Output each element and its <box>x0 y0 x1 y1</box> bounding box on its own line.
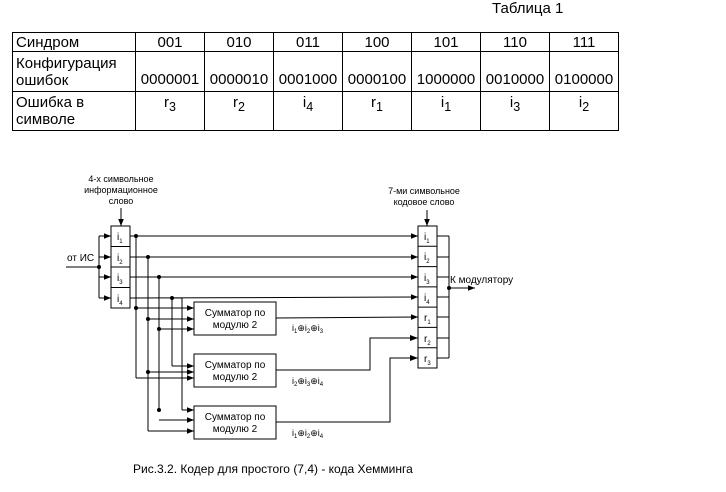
adder2-arrowhead <box>410 335 418 341</box>
figure-caption: Рис.3.2. Кодер для простого (7,4) - кода… <box>133 462 413 476</box>
adder1-title: Сумматор по <box>205 308 266 319</box>
adder3-title: Сумматор по <box>205 412 266 423</box>
junction-dot <box>146 255 150 259</box>
error-symbol-sub: 4 <box>306 100 314 114</box>
error-symbol-cell: i3 <box>480 91 550 131</box>
junction-dot <box>157 327 161 331</box>
error-symbol-cell: r2 <box>204 91 274 131</box>
error-symbol-base: r <box>233 94 239 111</box>
junction-dot <box>170 296 174 300</box>
row-label-config: Конфигурация ошибок <box>12 51 136 92</box>
output-cell-i3: i3 <box>424 273 430 286</box>
error-symbol-cell: r1 <box>342 91 412 131</box>
adder3-arrowhead <box>410 355 418 361</box>
output-word-label-2: кодовое слово <box>394 197 455 207</box>
error-symbol-sub: 1 <box>444 100 452 114</box>
input-word-label-1: 4-х символьное <box>88 174 153 184</box>
adder2-subtitle: модулю 2 <box>213 372 258 383</box>
error-symbol-cell: i1 <box>411 91 481 131</box>
error-symbol-base: i <box>578 94 583 111</box>
syndrome-table: Синдром 001 010 011 100 101 110 111 Конф… <box>12 32 619 131</box>
error-symbol-base: r <box>371 94 377 111</box>
output-cell-r2: r2 <box>424 334 431 347</box>
adder1-formula: i1⊕i2⊕i3 <box>292 323 324 335</box>
config-cell: 0010000 <box>480 51 550 92</box>
error-symbol-base: i <box>509 94 514 111</box>
error-symbol-cell: i4 <box>273 91 343 131</box>
config-cell: 0000100 <box>342 51 412 92</box>
row-label-error-symbol: Ошибка в символе <box>12 91 136 131</box>
input-word-label-2: информационное <box>84 185 158 195</box>
error-symbol-sub: 1 <box>376 100 383 114</box>
adder2-title: Сумматор по <box>205 360 266 371</box>
junction-dot <box>157 275 161 279</box>
adder1-subtitle: модулю 2 <box>213 320 258 331</box>
syndrome-cell: 101 <box>411 32 481 52</box>
syndrome-row: Синдром 001 010 011 100 101 110 111 <box>12 32 619 52</box>
syndrome-cell: 001 <box>135 32 205 52</box>
table-caption: Таблица 1 <box>492 0 564 17</box>
output-cell-r1: r1 <box>424 313 431 326</box>
input-word-label-3: слово <box>109 196 134 206</box>
error-symbol-base: i <box>440 94 445 111</box>
adder3-subtitle: модулю 2 <box>213 424 258 435</box>
output-word-label-1: 7-ми символьное <box>388 186 460 196</box>
syndrome-cell: 111 <box>549 32 619 52</box>
source-label: от ИС <box>67 253 94 264</box>
input-cell-i4: i4 <box>117 294 123 307</box>
error-symbol-sub: 2 <box>582 100 590 114</box>
error-symbol-sub: 2 <box>238 100 245 114</box>
adder3-to-r3 <box>276 357 418 423</box>
junction-dot <box>97 265 101 269</box>
error-symbol-cell: r3 <box>135 91 205 131</box>
junction-dot <box>447 286 451 290</box>
error-symbol-cell: i2 <box>549 91 619 131</box>
junction-dot <box>134 306 138 310</box>
error-symbol-base: r <box>164 94 170 111</box>
modulator-label: К модулятору <box>450 275 513 286</box>
output-cell-i1: i1 <box>424 232 430 245</box>
adder2-to-r2 <box>276 337 418 371</box>
output-cell-i2: i2 <box>424 252 430 265</box>
error-symbol-sub: 3 <box>169 100 176 114</box>
adder3-formula: i1⊕i2⊕i4 <box>292 428 324 440</box>
input-cell-i1: i1 <box>117 232 123 245</box>
config-cell: 0000010 <box>204 51 274 92</box>
junction-dot <box>146 370 150 374</box>
adder2-formula: i2⊕i3⊕i4 <box>292 376 324 388</box>
error-symbol-sub: 3 <box>513 100 521 114</box>
output-cell-r3: r3 <box>424 354 431 367</box>
junction-dot <box>134 234 138 238</box>
error-symbol-row: Ошибка в символе r3 r2 i4 r1 i1 i3 i2 <box>12 91 619 131</box>
input-cell-i3: i3 <box>117 273 123 286</box>
config-cell: 1000000 <box>411 51 481 92</box>
output-cell-i4: i4 <box>424 293 430 306</box>
input-cell-i2: i2 <box>117 253 123 266</box>
junction-dot <box>157 408 161 412</box>
junction-dot <box>146 317 150 321</box>
adder1-to-r1 <box>275 314 419 320</box>
error-symbol-base: i <box>302 94 307 111</box>
